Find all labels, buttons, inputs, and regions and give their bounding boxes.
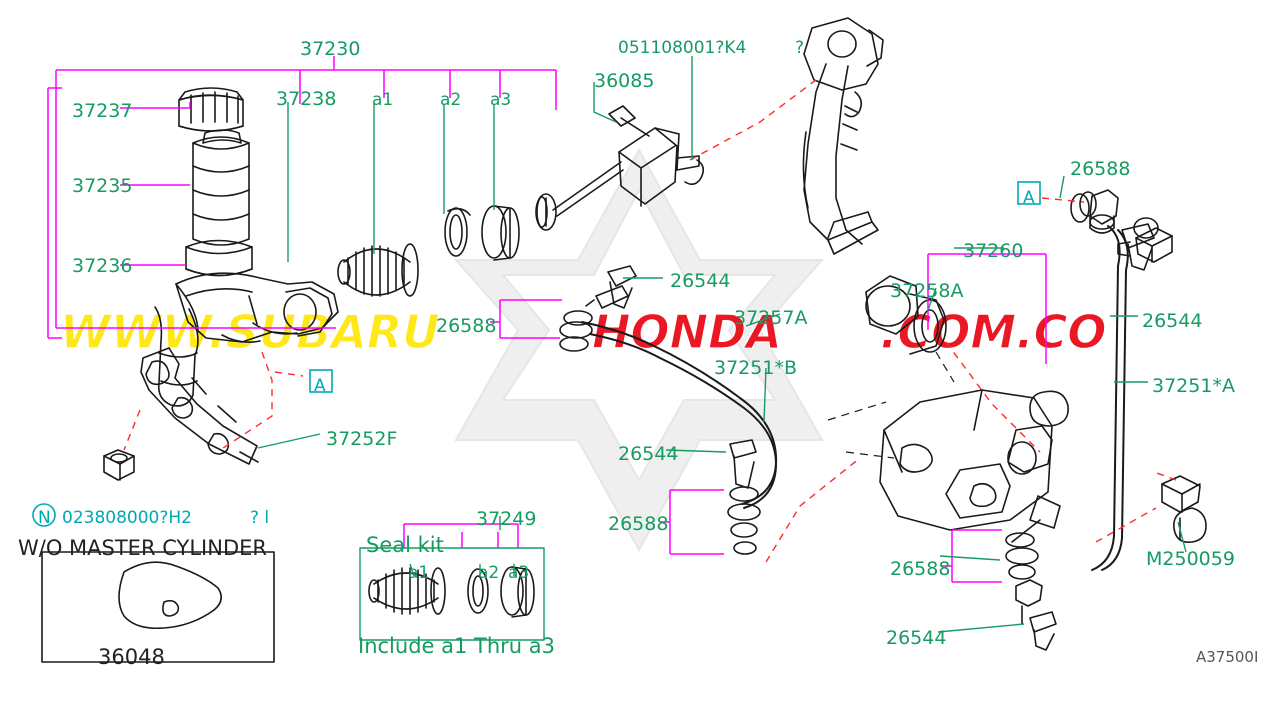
callout-26544: 26544 [1142,310,1203,332]
part-hose-37251b [559,265,778,555]
ref-circle-n [32,503,56,527]
part-reservoir-body [192,129,250,246]
part-slave-cylinder-bracket [879,389,1069,543]
part-piston-assembly [337,161,624,297]
inset-box-36048 [41,551,275,663]
callout-023808000-h2: 023808000?H2 [62,508,192,528]
callout-26588: 26588 [890,558,951,580]
callout-37237: 37237 [72,100,133,122]
callout-37258a: 37258A [890,280,964,302]
part-nut-023808 [103,449,135,481]
callout-37260: 37260 [963,240,1024,262]
part-36048 [118,561,222,630]
callout-37252f: 37252F [326,428,398,450]
ref-box-a-left [309,369,333,393]
ref-box-a-right [1017,181,1041,205]
inset-box-sealkit [359,547,545,641]
callout-seal-kit: Seal kit [366,533,444,557]
callout-a2: a2 [478,563,500,583]
callout-m250059: M250059 [1146,548,1235,570]
callout-37249: 37249 [476,508,537,530]
callout-: ? [795,38,805,58]
callout-37236: 37236 [72,255,133,277]
callout-37235: 37235 [72,175,133,197]
part-clevis-bracket [608,105,705,207]
callout-a3: a3 [508,563,530,583]
callout-26544: 26544 [618,443,679,465]
callout-a3: a3 [490,90,512,110]
callout-26588: 26588 [608,513,669,535]
part-grommet [185,239,253,277]
callout-a: A [314,376,326,396]
callout-26588: 26588 [436,315,497,337]
callout-n: N [38,508,51,528]
part-fasteners-bottom-right [1005,532,1057,651]
callout-36085: 36085 [594,70,655,92]
callout-a37500i: A37500I [1196,648,1259,666]
callout-36048: 36048 [98,645,165,669]
callout-include-a1-thru-a3: Include a1 Thru a3 [358,634,556,658]
callout-26544: 26544 [886,627,947,649]
part-seal-ring [444,207,471,257]
callout-a1: a1 [372,90,394,110]
callout-37257a: 37257A [734,307,808,329]
part-sealkit-contents [368,566,535,618]
callout-a1: a1 [408,563,430,583]
callout-37238: 37238 [276,88,337,110]
callout-l: ? l [250,508,270,528]
callout-26544: 26544 [670,270,731,292]
callout-a2: a2 [440,90,462,110]
callout-26588: 26588 [1070,158,1131,180]
callout-37251-a: 37251*A [1152,375,1235,397]
part-fasteners-right [1070,189,1173,263]
part-clutch-pedal [802,17,884,255]
callout-w-o-master-cylinder: W/O MASTER CYLINDER [18,536,267,560]
callout-37230: 37230 [300,38,361,60]
callout-37251-b: 37251*B [714,357,797,379]
callout-a: A [1023,188,1035,208]
callout-051108001-k4: 051108001?K4 [618,38,747,58]
part-bracket-37252f [140,347,259,465]
